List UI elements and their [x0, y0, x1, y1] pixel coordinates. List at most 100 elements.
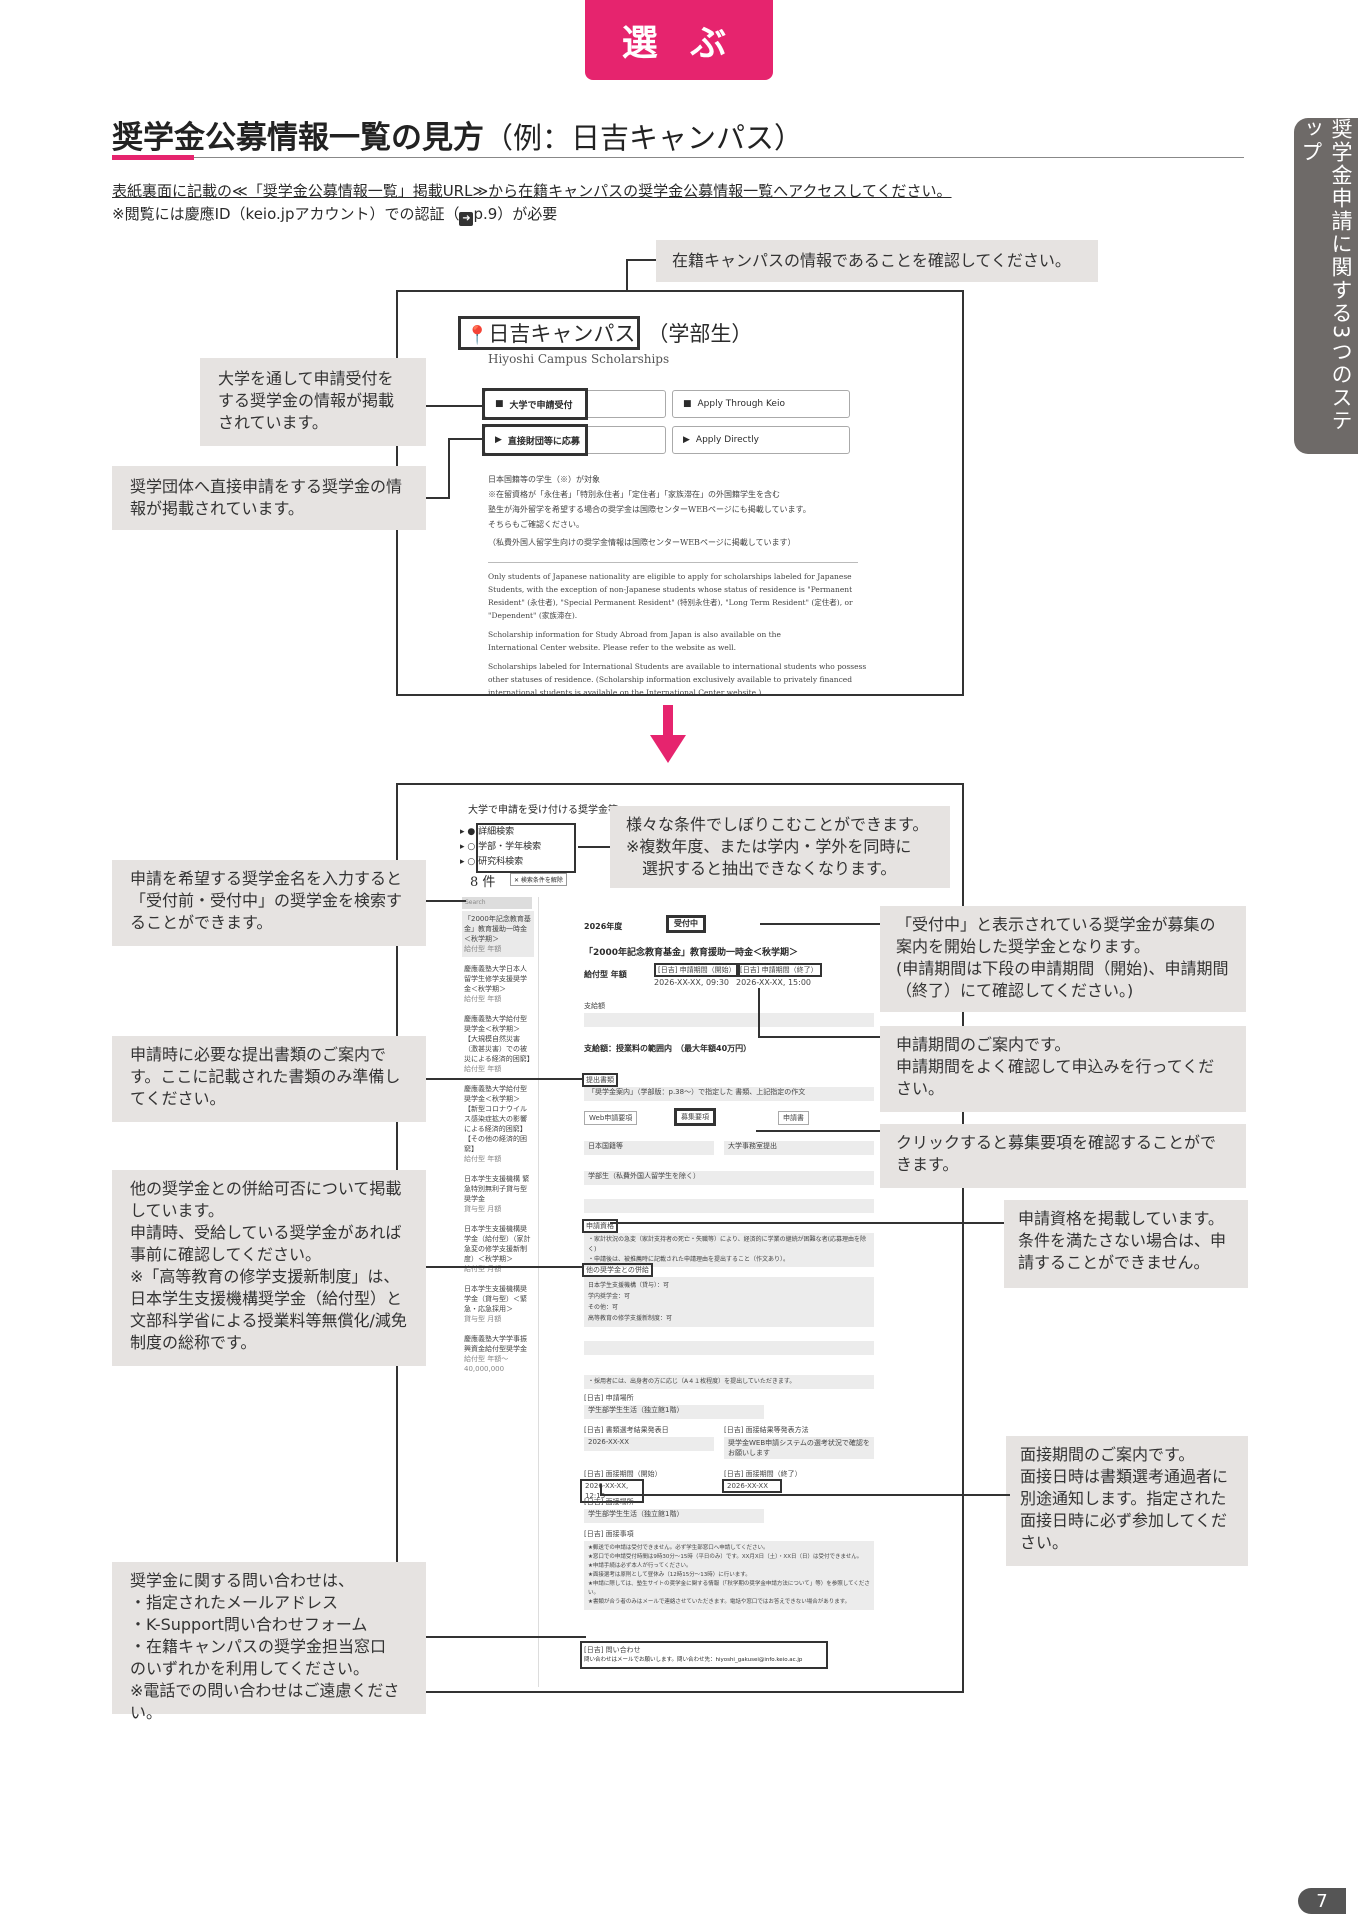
title-accent [112, 155, 194, 160]
btn-direct-en-label: Apply Directly [695, 435, 759, 445]
note-click: クリックすると募集要項を確認することができます。 [880, 1124, 1246, 1188]
list-heading: 大学で申請を受け付ける奨学金等 [468, 805, 618, 816]
list-item[interactable]: 「2000年記念教育基金」教育援助一時金＜秋学期＞ 給付型 年額 [462, 911, 534, 957]
list-item[interactable]: 慶應義塾大学給付型奨学金＜秋学期＞【大規模自然災害（激甚災害）での被災による経済… [462, 1011, 534, 1077]
btn-direct-highlight [482, 424, 588, 456]
result-label: [日吉] 面接結果等発表方法 [724, 1426, 809, 1434]
result-value: 奨学金WEB申請システムの選考状況で確認をお願いします [724, 1437, 874, 1459]
start-label: [日吉] 申請期間（開始） [654, 963, 740, 977]
intro-text: 表紙裏面に記載の≪「奨学金公募情報一覧」掲載URL≫から在籍キャンパスの奨学金公… [112, 182, 952, 200]
scholarship-list: 「2000年記念教育基金」教育援助一時金＜秋学期＞ 給付型 年額 慶應義塾大学日本… [462, 911, 534, 1381]
chevron-right-icon: ▸ ○ [460, 857, 476, 867]
down-arrow-icon [650, 705, 686, 763]
intro-note: ※閲覧には慶應ID（keio.jpアカウント）での認証（➜p.9）が必要 [112, 203, 557, 226]
date-label: [日吉] 書類選考結果発表日 [584, 1426, 669, 1434]
note-line: ★申請に際しては、塾生サイトの奨学金に関する情報（「秋学期の奨学金申請方法につい… [588, 1581, 870, 1596]
en-line: Only students of Japanese nationality ar… [488, 572, 852, 581]
arrow-in-icon: ▶ [683, 435, 690, 445]
en-line: Students, with the exception of non-Japa… [488, 585, 853, 594]
filter-label: 研究科検索 [478, 857, 524, 867]
campus-highlight [458, 316, 640, 350]
int-end-label: [日吉] 面接期間（終了） [724, 1470, 802, 1478]
btn-univ-highlight [482, 388, 588, 420]
combine-line: その他：可 [588, 1304, 619, 1311]
docs-value: 「奨学金案内」（学部版：p.38～）で指定した 書類、上記指定の作文 [584, 1087, 874, 1101]
remarks-value: ・採用者には、出身者の方に応じ（A４１枚程度）を提出していただきます。 [584, 1375, 874, 1389]
list-item-meta: 給付型 月額 [464, 1265, 502, 1273]
place-value: 学生部学生生活（独立館1階） [584, 1405, 764, 1419]
filter-highlight [476, 823, 576, 873]
note-filter: 様々な条件でしぼりこむことができます。 ※複数年度、または学内・学外を同時に 選… [610, 806, 950, 888]
note-direct: 奨学団体へ直接申請をする奨学金の情報が掲載されています。 [112, 466, 426, 530]
campus-heading: 📍日吉キャンパス（学部生） [466, 318, 752, 348]
target-value: 日本国籍等 [584, 1141, 714, 1155]
step-badge: 選 ぶ [585, 0, 773, 80]
list-item[interactable]: 日本学生支援機構 緊急特別無利子貸与型奨学金貸与型 月額 [462, 1171, 534, 1217]
note-line: ★窓口での申請受付時間は9時30分～15時（平日のみ）です。XX月X日（土）・X… [588, 1554, 863, 1560]
list-item[interactable]: 日本学生支援機構奨学金（給付型）（家計急変の修学支援新制度）＜秋学期＞給付型 月… [462, 1221, 534, 1277]
filter-graduate[interactable]: ▸ ○ 研究科検索 [460, 855, 541, 870]
campus-name: 日吉キャンパス [488, 322, 636, 346]
int-place-label: [日吉] 面接場所 [584, 1498, 634, 1506]
elig-value: ・家計状況の急変（家計支持者の死亡・失職等）により、経済的に学業の継続が困難な者… [584, 1233, 874, 1267]
place-label: [日吉] 申請場所 [584, 1394, 634, 1402]
detail-name: 「2000年記念教育基金」教育援助一時金＜秋学期＞ [584, 948, 799, 958]
list-item-meta: 給付型 年額 [464, 995, 502, 1003]
list-item-meta: 給付型 年額～40,000,000 [464, 1355, 509, 1373]
form-button[interactable]: 申請書 [778, 1111, 809, 1125]
connector [628, 259, 656, 261]
btn-univ-label: 大学で申請受付 [509, 400, 573, 411]
list-item-name: 日本学生支援機構奨学金（貸与型）＜緊急・応急採用＞ [464, 1285, 527, 1313]
list-item[interactable]: 慶應義塾大学学事振興資金給付型奨学金給付型 年額～40,000,000 [462, 1331, 534, 1377]
list-item-name: 「2000年記念教育基金」教育援助一時金＜秋学期＞ [464, 915, 531, 943]
connector [426, 497, 450, 499]
connector [600, 1484, 602, 1496]
list-item[interactable]: 慶應義塾大学給付型奨学金＜秋学期＞【新型コロナウイルス感染症拡大の影響による経済… [462, 1081, 534, 1167]
inquiry-highlight [580, 1641, 828, 1669]
note-line: ★面接選考は原則として昼休み（12時15分～13時）に行います。 [588, 1572, 751, 1578]
combine-line: 高等教育の修学支援新制度：可 [588, 1315, 673, 1322]
note-line: ★書類が合う者のみはメールで連絡させていただきます。電話や窓口ではお答えできない… [588, 1599, 851, 1605]
notes-value: ★郵送での申請は受付できません。必ず学生部窓口へ申請してください。 ★窓口での申… [584, 1541, 874, 1610]
list-item-meta: 貸与型 月額 [464, 1315, 502, 1323]
note-status: 「受付中」と表示されている奨学金が募集の案内を開始した奨学金となります。 (申請… [880, 906, 1246, 1012]
list-item[interactable]: 慶應義塾大学日本人留学生修学支援奨学金＜秋学期＞給付型 年額 [462, 961, 534, 1007]
list-item[interactable]: 日本学生支援機構奨学金（貸与型）＜緊急・応急採用＞ 貸与型 月額 [462, 1281, 534, 1327]
jp-notice: 日本国籍等の学生（※）が対象 ※在留資格が「永住者」「特別永住者」「定住者」「家… [488, 472, 928, 550]
jp-line: そちらもご確認ください。 [488, 520, 584, 529]
connector [426, 1636, 586, 1638]
apply-through-keio-en-button[interactable]: ■Apply Through Keio [672, 390, 850, 418]
building-icon: ■ [683, 399, 692, 409]
connector [760, 923, 880, 925]
guide-button[interactable]: 募集要項 [674, 1108, 716, 1126]
end-value: 2026-XX-XX, 15:00 [736, 978, 811, 987]
connector [600, 1494, 1010, 1496]
inq-label: [日吉] 問い合わせ [584, 1646, 641, 1654]
en-line: Scholarships labeled for International S… [488, 662, 867, 671]
intro-note-text: ※閲覧には慶應ID（keio.jpアカウント）での認証（ [112, 205, 460, 223]
arrow-in-icon: ▶ [495, 435, 502, 445]
note-contact: 奨学金に関する問い合わせは、 ・指定されたメールアドレス ・K-Support問… [112, 1562, 426, 1722]
en-line: "Dependent" (家族滞在). [488, 611, 578, 620]
clear-filter-button[interactable]: ✕ 検索条件を解除 [510, 873, 567, 886]
apply-directly-en-button[interactable]: ▶ Apply Directly [672, 426, 850, 454]
note-period: 申請期間のご案内です。 申請期間をよく確認して申込みを行ってください。 [880, 1026, 1246, 1112]
btn-direct-label: 直接財団等に応募 [507, 436, 580, 447]
search-input[interactable]: Search [462, 897, 532, 909]
target3-value: 学部生（私費外国人留学生を除く） [584, 1171, 874, 1185]
filter-detail[interactable]: ▸ ● 詳細検索 [460, 825, 541, 840]
elig-label: 申請資格 [582, 1219, 618, 1233]
int-place-value: 学生部学生生活（独立館1階） [584, 1509, 764, 1523]
web-guide-button[interactable]: Web申請要項 [584, 1111, 638, 1125]
jp-line: ※在留資格が「永住者」「特別永住者」「定住者」「家族滞在」の外国籍学生を含む [488, 490, 780, 499]
note-docs: 申請時に必要な提出書類のご案内です。ここに記載された書類のみ準備してください。 [112, 1036, 426, 1122]
note-line: ★申請手続は必ず本人が行ってください。 [588, 1563, 692, 1569]
page-number: 7 [1298, 1888, 1346, 1914]
detail-panel: 2026年度 受付中 「2000年記念教育基金」教育援助一時金＜秋学期＞ 給付型… [548, 897, 938, 1687]
en-line: international students is available on t… [488, 688, 762, 696]
filter-faculty[interactable]: ▸ ○ 学部・学年検索 [460, 840, 541, 855]
combine-line: 学内奨学金：可 [588, 1293, 631, 1300]
en-notice: Only students of Japanese nationality ar… [488, 570, 948, 696]
field [584, 1199, 874, 1213]
list-item-meta: 給付型 年額 [464, 945, 502, 953]
